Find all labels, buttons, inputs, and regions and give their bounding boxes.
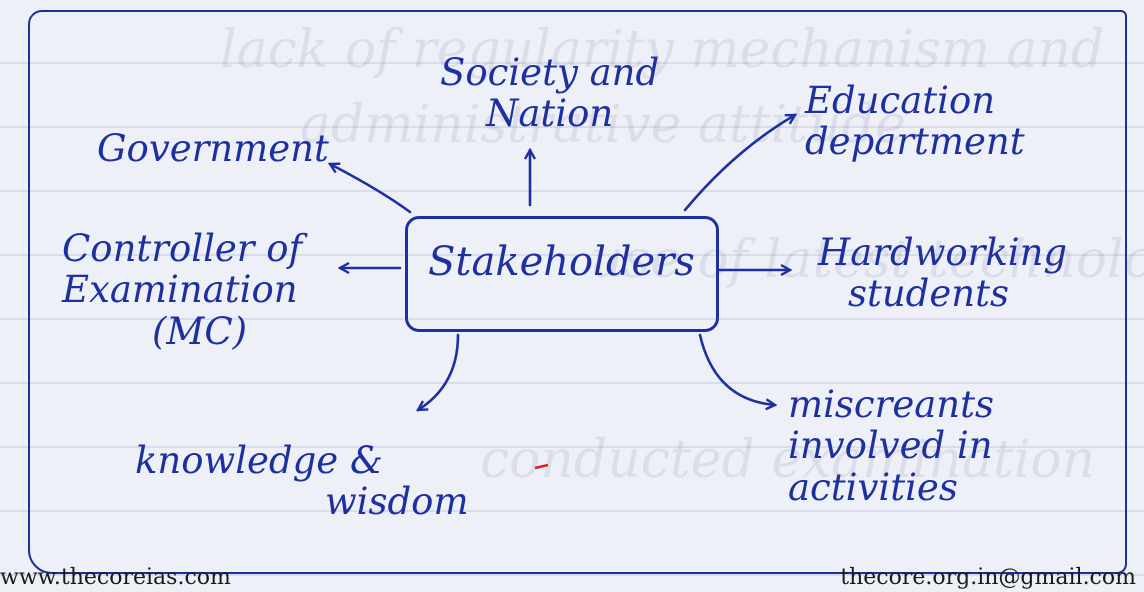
node-line: (MC) [152, 309, 248, 353]
node-line: Government [97, 127, 329, 170]
node-line: department [805, 120, 1025, 164]
node-line: Education [805, 79, 996, 122]
node-education-department: Education department [805, 80, 1025, 163]
node-line: Controller of [62, 227, 303, 270]
show-through-text: administrative attitude [300, 95, 906, 155]
node-controller-of-examination: Controller of Examination (MC) [62, 227, 303, 353]
node-miscreants: miscreants involved in activities [788, 383, 994, 509]
red-mark [534, 463, 549, 470]
node-line: activities [788, 465, 958, 509]
arrow-to-government [330, 164, 412, 214]
arrow-to-education [683, 113, 795, 212]
footer-website: www.thecoreias.com [0, 565, 231, 590]
arrow-to-miscreants [698, 333, 775, 405]
node-line: miscreants [788, 383, 994, 426]
node-line: knowledge & [135, 439, 383, 482]
center-label: Stakeholders [428, 239, 695, 285]
show-through-text: use of latest technology [590, 230, 1144, 290]
node-line: Nation [485, 92, 614, 136]
arrow-to-knowledge [418, 333, 460, 410]
footer-email: thecore.org.in@gmail.com [840, 565, 1136, 590]
node-line: involved in [788, 424, 993, 468]
node-line: wisdom [325, 480, 469, 524]
diagram-frame [28, 10, 1127, 574]
node-line: Society and [440, 51, 660, 94]
node-society-and-nation: Society and Nation [440, 52, 659, 135]
node-line: students [848, 272, 1009, 316]
node-government: Government [97, 127, 329, 170]
center-box [405, 216, 719, 332]
show-through-text: lack of regularity mechanism and [220, 20, 1105, 80]
node-line: Hardworking [818, 231, 1068, 274]
node-line: Examination [62, 268, 298, 312]
node-knowledge-and-wisdom: knowledge & wisdom [135, 440, 469, 523]
show-through-text: conducted examination [480, 430, 1096, 490]
node-hardworking-students: Hardworking students [818, 232, 1067, 315]
